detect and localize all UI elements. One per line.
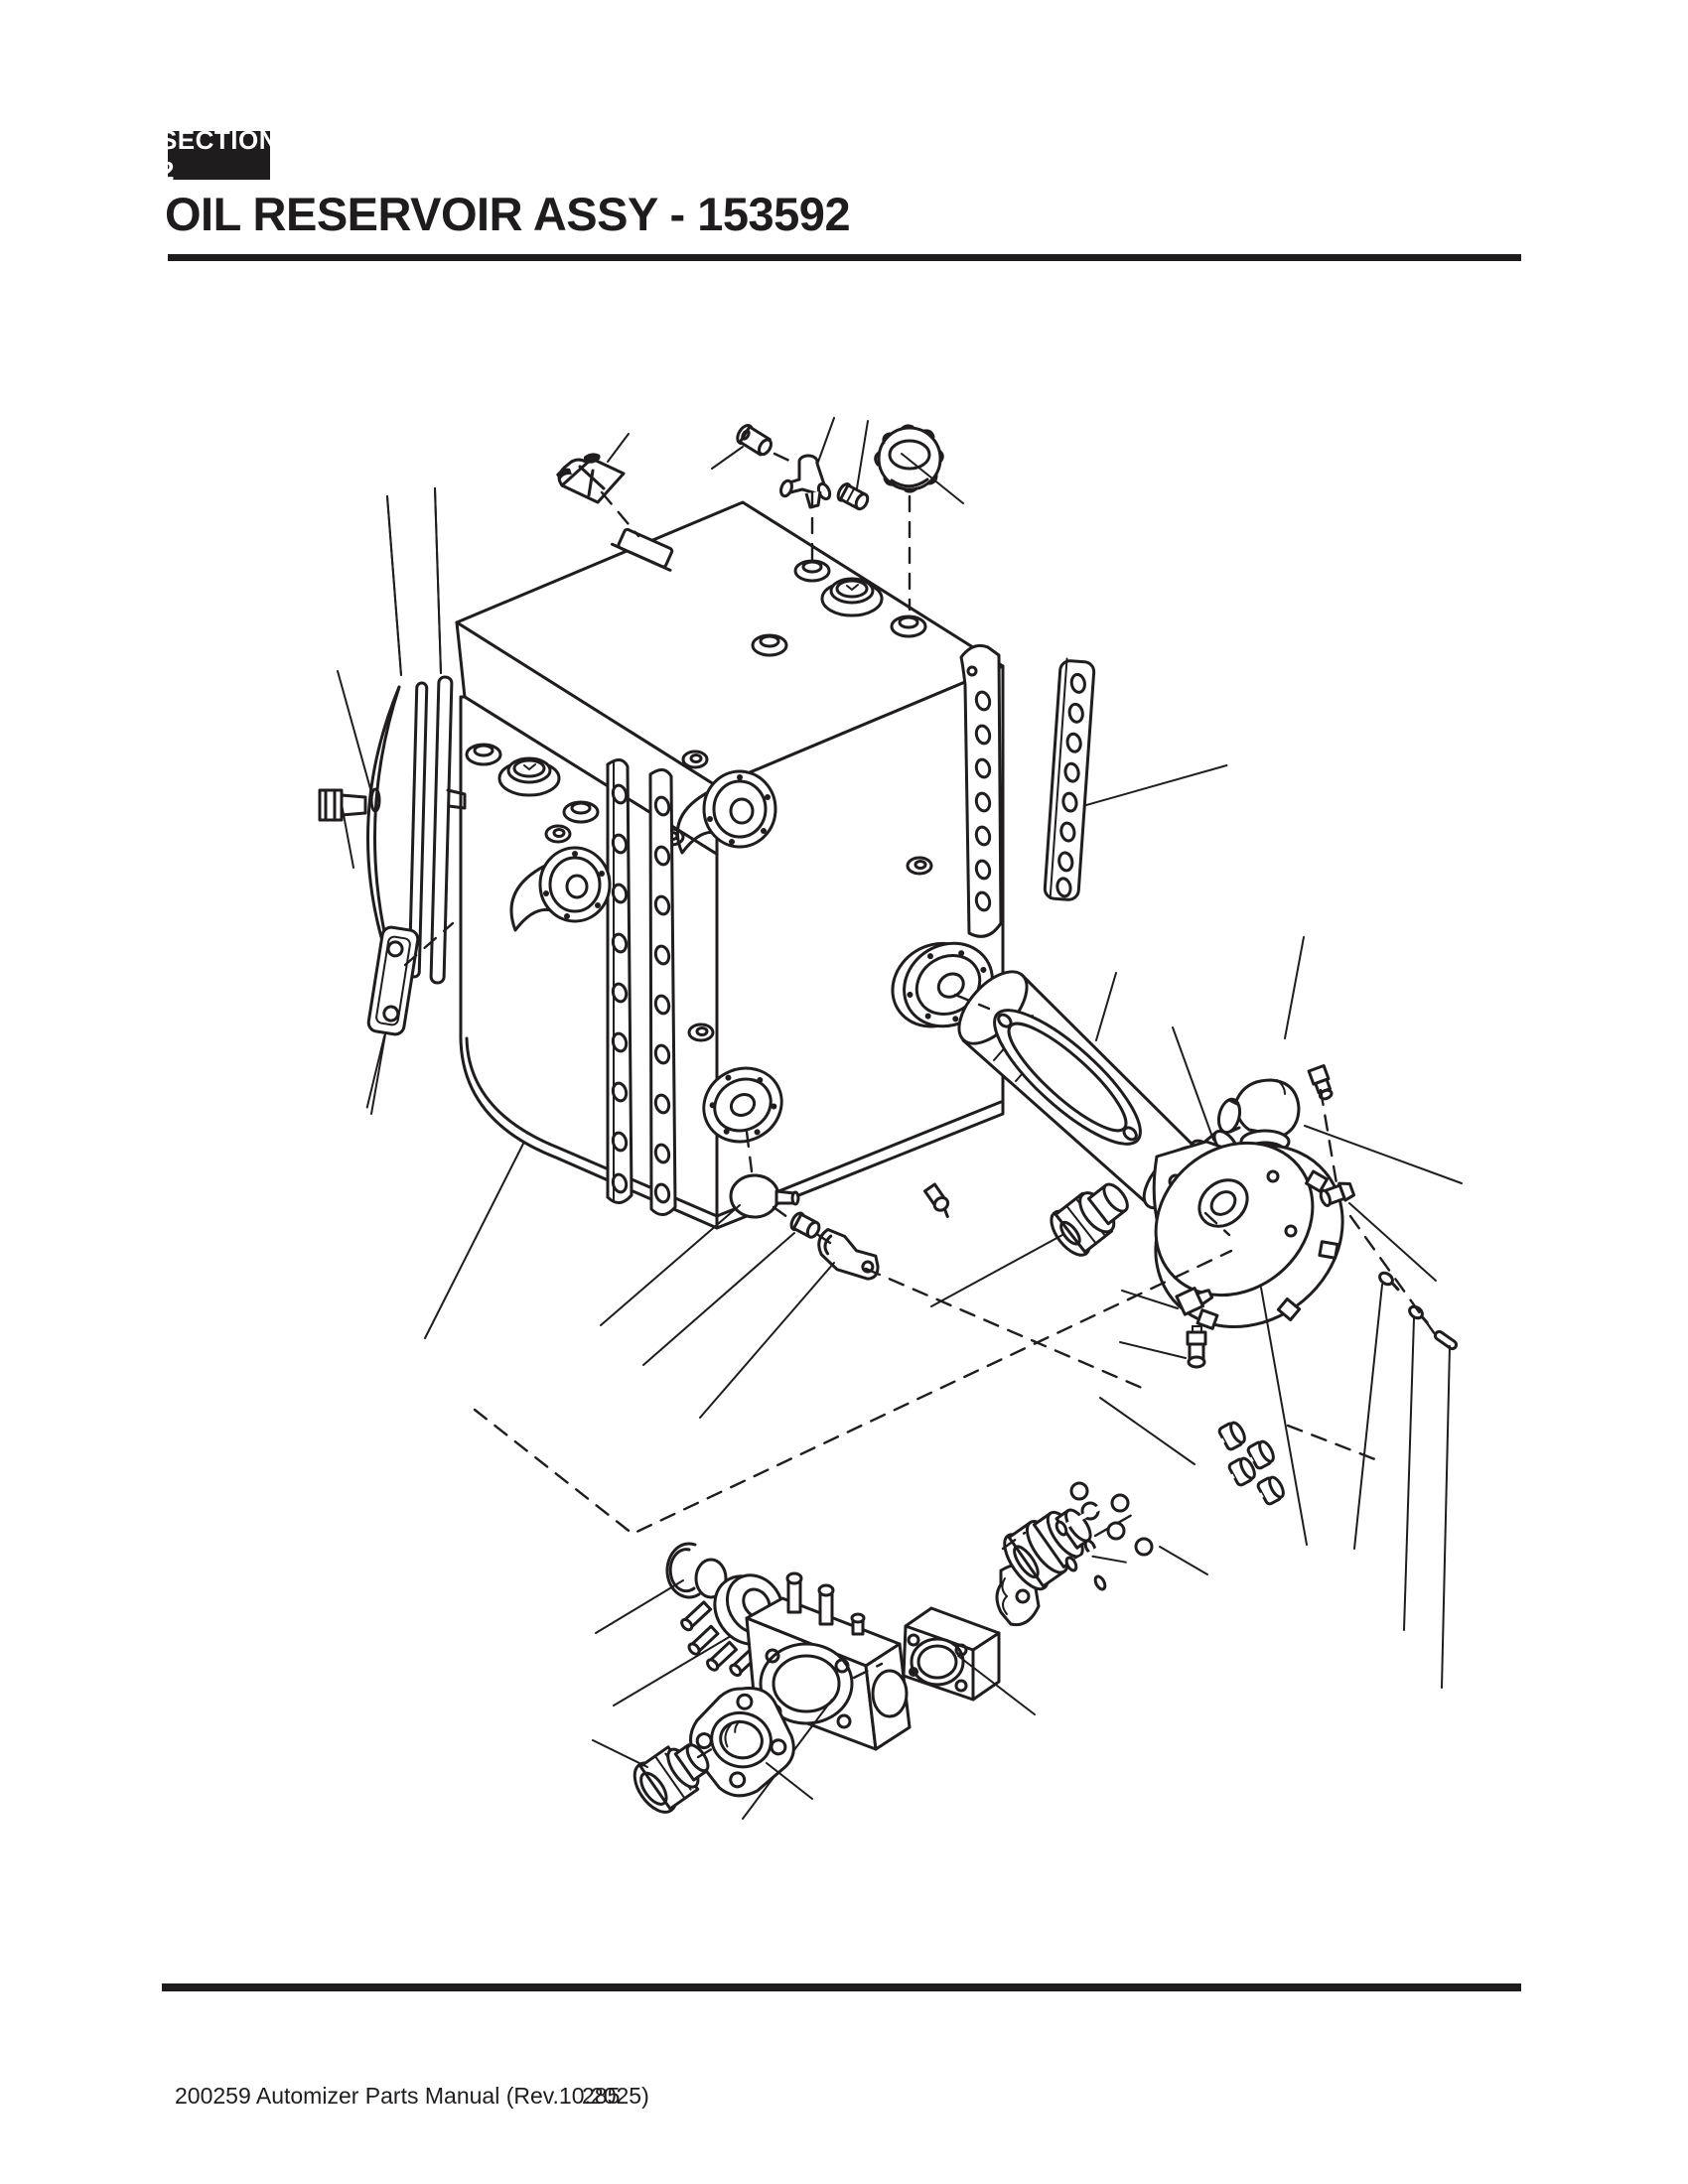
leader-strip-1: [386, 495, 402, 676]
footer-rule: [162, 1983, 1521, 1991]
section-label: SECTION 2: [159, 124, 279, 186]
coupling-sleeve: [1003, 1508, 1127, 1591]
leader-flange-adapter: [766, 1762, 813, 1800]
clamp: [556, 433, 630, 504]
tube-flange: [993, 1009, 1142, 1146]
filler-cap: [874, 424, 944, 493]
baffle-disc: [366, 495, 403, 997]
leader-strip-2: [434, 487, 442, 674]
hex-bolt: [318, 788, 367, 869]
leader-hex-plug: [592, 1739, 648, 1768]
page-title: OIL RESERVOIR ASSY - 153592: [165, 188, 851, 240]
cap-screws: [1053, 1397, 1287, 1595]
leader-screw-1: [1353, 1284, 1383, 1550]
snap-ring: [595, 1542, 701, 1634]
mounting-strap: [1043, 657, 1228, 901]
pump-body: [742, 1571, 912, 1820]
title-rule: [168, 254, 1521, 261]
leader-plug: [856, 420, 869, 489]
leader-coupling-hub: [613, 1635, 732, 1706]
tee-fitting: [779, 454, 832, 509]
breather-fitting: [736, 424, 773, 457]
clamp-bracket: [817, 1227, 880, 1281]
footer-text: 200259 Automizer Parts Manual (Rev.10.20…: [175, 2083, 649, 2109]
drain-plug: [789, 1211, 821, 1239]
leader-mini-elbow: [1348, 1202, 1437, 1282]
leader-orings: [1159, 1546, 1208, 1575]
oring-small-1: [1069, 1481, 1089, 1501]
mini-elbow: [1319, 1181, 1356, 1207]
leader-tube-flange: [1095, 972, 1117, 1041]
leader-screw-2: [1403, 1317, 1415, 1631]
leader-pin: [1441, 1345, 1451, 1689]
hex-union: [1050, 1182, 1129, 1257]
screw-small-1: [1378, 1271, 1400, 1292]
return-port-upper: [675, 769, 777, 855]
flange-adapter: [688, 1687, 795, 1798]
bell-housing: [1152, 1140, 1344, 1546]
vent-valve: [1186, 1325, 1207, 1369]
sight-gauge-plate: [365, 925, 420, 1109]
leader-hex-union: [930, 1234, 1063, 1307]
mounting-bracket-front-left: [606, 758, 633, 1204]
square-head-plug: [1175, 1287, 1214, 1316]
screw-small-2: [1408, 1304, 1429, 1324]
section-badge: SECTION 2: [160, 125, 278, 186]
gasket-strip-2: [429, 675, 467, 985]
dowel-pin: [1433, 1329, 1459, 1351]
leader-filler-cap: [901, 453, 964, 504]
leader-plate: [370, 1033, 386, 1115]
port-block: [902, 1606, 1036, 1715]
leader-tee: [816, 417, 835, 466]
plug-fitting: [836, 482, 870, 511]
leader-drain-plug: [642, 1232, 795, 1366]
page-number: 285: [582, 2083, 621, 2109]
hex-plug: [633, 1743, 710, 1814]
leader-square-plug: [1121, 1290, 1179, 1309]
leader-elbow: [1304, 1125, 1463, 1184]
hose: [922, 936, 1334, 1218]
corner-bracket: [959, 643, 1003, 938]
mounting-bracket-front-right: [648, 768, 677, 1216]
washer: [337, 670, 381, 813]
sender-pad: [611, 527, 674, 572]
leader-union: [1172, 1026, 1214, 1141]
leader-vent-valve: [1119, 1341, 1187, 1359]
drain-cap: [600, 1173, 800, 1326]
leader-breather: [711, 446, 744, 470]
leader-clamp-bracket: [699, 1262, 835, 1419]
oring-3: [1134, 1537, 1154, 1557]
assembly-dashes: [403, 452, 1440, 1759]
return-port-lower: [509, 846, 612, 932]
